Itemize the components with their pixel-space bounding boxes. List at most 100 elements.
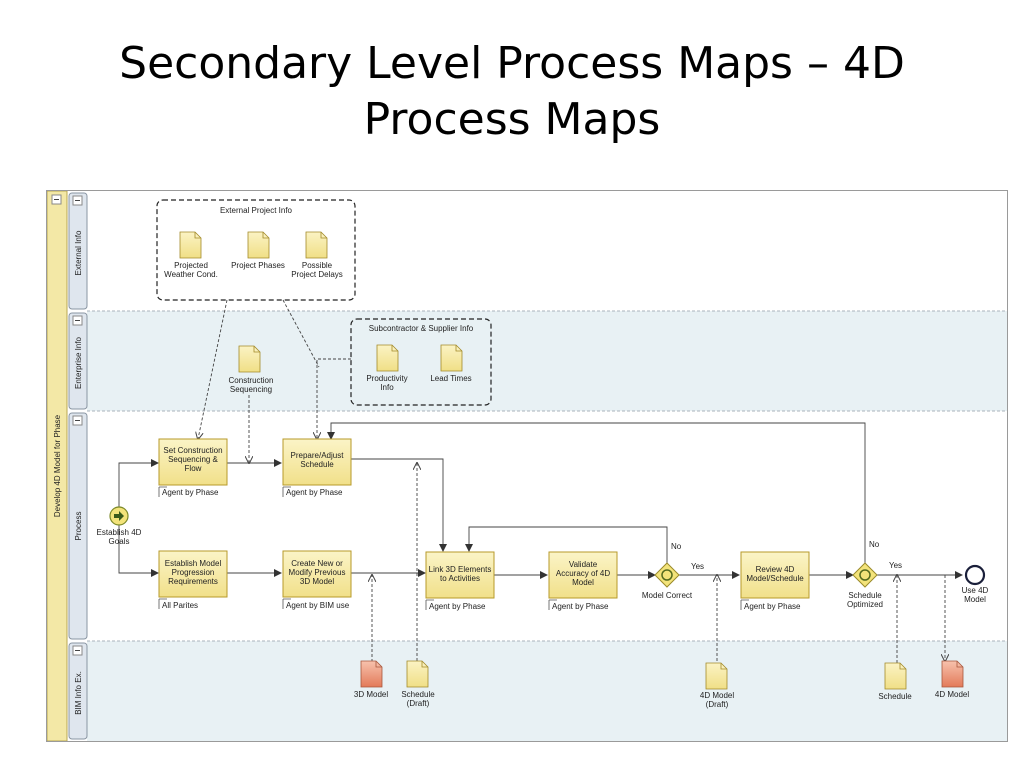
task-label: to Activities: [440, 574, 480, 583]
task-label: 3D Model: [300, 577, 334, 586]
doc-project-phases: Project Phases: [231, 231, 285, 270]
task-label: Create New or: [291, 559, 343, 568]
end-event[interactable]: Use 4D Model: [962, 564, 989, 604]
doc-label: 4D Model: [935, 690, 969, 699]
doc-label: Schedule: [878, 692, 912, 701]
task-agent: Agent by Phase: [429, 602, 486, 611]
lane-enterprise-bg: [87, 311, 1007, 411]
task-agent: Agent by Phase: [744, 602, 801, 611]
task-establish-model-progression[interactable]: Establish Model Progression Requirements…: [158, 550, 228, 610]
doc-label: Project Delays: [291, 270, 343, 279]
task-label: Accuracy of 4D: [556, 569, 610, 578]
sequence-flow: [118, 525, 159, 577]
lane-process-bg: [87, 411, 1007, 641]
doc-label: Schedule: [401, 690, 435, 699]
event-label: Use 4D: [962, 586, 989, 595]
doc-construction-sequencing: Construction Sequencing: [229, 345, 274, 394]
doc-label: Productivity: [366, 374, 407, 383]
lane-header-process: Process: [68, 412, 88, 640]
doc-productivity: Productivity Info: [366, 344, 408, 392]
doc-label: Weather Cond.: [164, 270, 218, 279]
gateway-no-label: No: [671, 542, 682, 551]
event-label: Establish 4D: [97, 528, 142, 537]
task-create-modify-3d-model[interactable]: Create New or Modify Previous 3D Model A…: [282, 550, 352, 610]
doc-label: (Draft): [706, 700, 729, 709]
doc-label: Lead Times: [430, 374, 471, 383]
gateway-schedule-optimized[interactable]: Schedule Optimized No Yes: [847, 540, 902, 609]
doc-label: 4D Model: [700, 691, 734, 700]
process-map-diagram: Develop 4D Model for Phase External Info…: [46, 190, 1008, 742]
doc-3d-model: 3D Model: [354, 660, 388, 699]
start-event[interactable]: Establish 4D Goals: [97, 506, 142, 546]
task-label: Flow: [185, 464, 202, 473]
task-label: Progression: [172, 568, 215, 577]
gateway-model-correct[interactable]: Model Correct No Yes: [642, 542, 704, 600]
sequence-flow-no: [327, 422, 866, 563]
gateway-label: Model Correct: [642, 591, 693, 600]
task-agent: Agent by Phase: [552, 602, 609, 611]
lane-label-external: External Info: [74, 230, 83, 275]
slide-title-line2: Process Maps: [363, 94, 661, 145]
doc-project-delays: Possible Project Delays: [291, 231, 343, 279]
doc-label: (Draft): [407, 699, 430, 708]
group-subcontractor-title: Subcontractor & Supplier Info: [369, 324, 474, 333]
data-association: [317, 358, 351, 439]
task-label: Set Construction: [163, 446, 222, 455]
sequence-flow-no: [465, 526, 668, 563]
task-link-3d-elements[interactable]: Link 3D Elements to Activities Agent by …: [425, 551, 495, 611]
pool-header: [47, 191, 68, 741]
task-label: Establish Model: [165, 559, 222, 568]
lane-header-bim: BIM Info Ex.: [68, 642, 88, 740]
task-prepare-adjust-schedule[interactable]: Prepare/Adjust Schedule Agent by Phase: [282, 438, 352, 497]
gateway-no-label: No: [869, 540, 880, 549]
gateway-label: Optimized: [847, 600, 883, 609]
doc-4d-model-draft: 4D Model (Draft): [700, 662, 734, 709]
gateway-yes-label: Yes: [889, 561, 902, 570]
group-external-project-info: External Project Info: [156, 199, 356, 301]
doc-4d-model: 4D Model: [935, 660, 969, 699]
sequence-flow: [351, 458, 447, 552]
slide-title: Secondary Level Process Maps – 4D Proces…: [0, 36, 1024, 148]
task-set-construction-sequencing[interactable]: Set Construction Sequencing & Flow Agent…: [158, 438, 228, 497]
task-agent: Agent by Phase: [286, 488, 343, 497]
task-label: Model: [572, 578, 594, 587]
arrow-right-icon: [114, 511, 124, 521]
task-label: Link 3D Elements: [429, 565, 492, 574]
lane-external-bg: [87, 191, 1007, 311]
gateway-yes-label: Yes: [691, 562, 704, 571]
lane-label-process: Process: [74, 512, 83, 541]
task-label: Sequencing &: [168, 455, 218, 464]
doc-label: Project Phases: [231, 261, 285, 270]
data-association: [198, 299, 228, 439]
task-label: Prepare/Adjust: [291, 451, 345, 460]
doc-schedule-draft: Schedule (Draft): [401, 660, 435, 708]
gateway-circle-icon: [661, 569, 673, 581]
task-label: Requirements: [168, 577, 218, 586]
doc-label: Info: [380, 383, 394, 392]
task-label: Review 4D: [756, 565, 795, 574]
lane-header-external: External Info: [68, 192, 88, 310]
slide-title-line1: Secondary Level Process Maps – 4D: [119, 38, 905, 89]
gateway-label: Schedule: [848, 591, 882, 600]
task-agent: Agent by Phase: [162, 488, 219, 497]
doc-label: Projected: [174, 261, 208, 270]
task-label: Model/Schedule: [746, 574, 804, 583]
data-association: [282, 299, 320, 368]
task-label: Schedule: [300, 460, 334, 469]
doc-label: Construction: [229, 376, 274, 385]
doc-lead-times: Lead Times: [430, 344, 472, 383]
pool-label: Develop 4D Model for Phase: [53, 414, 62, 517]
event-label: Model: [964, 595, 986, 604]
sequence-flow: [118, 459, 159, 507]
event-label: Goals: [109, 537, 130, 546]
task-validate-accuracy[interactable]: Validate Accuracy of 4D Model Agent by P…: [548, 551, 618, 611]
task-agent: Agent by BIM use: [286, 601, 350, 610]
group-external-title: External Project Info: [220, 206, 293, 215]
lane-bim-bg: [87, 641, 1007, 741]
doc-label: 3D Model: [354, 690, 388, 699]
lane-label-bim: BIM Info Ex.: [74, 671, 83, 715]
task-review-4d-model[interactable]: Review 4D Model/Schedule Agent by Phase: [740, 551, 810, 611]
doc-schedule: Schedule: [878, 662, 912, 701]
task-label: Modify Previous: [289, 568, 346, 577]
lane-header-enterprise: Enterprise Info: [68, 312, 88, 410]
